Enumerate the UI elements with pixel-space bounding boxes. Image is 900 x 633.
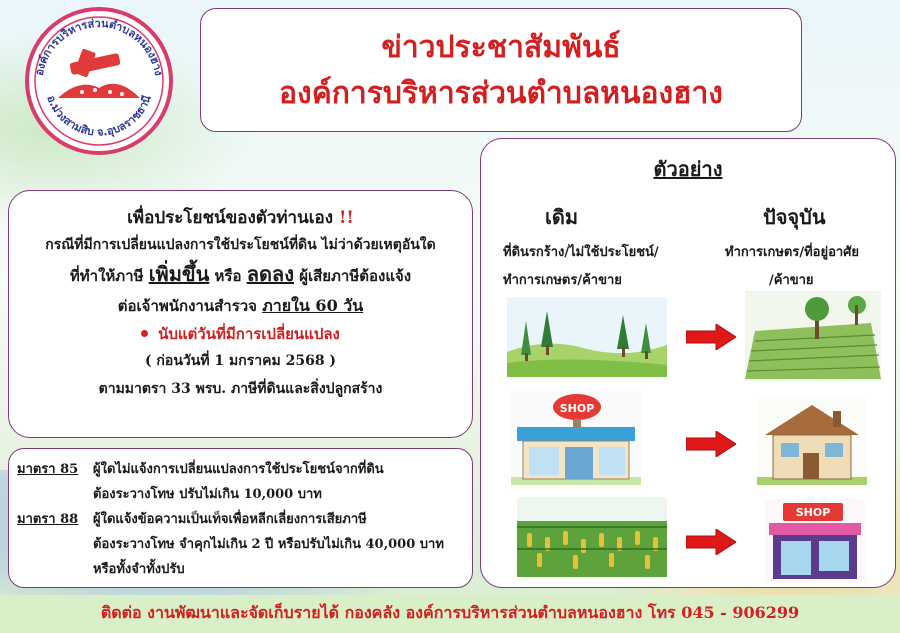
notice-line-3-a: ต่อเจ้าพนักงานสำรวจ [117,297,257,315]
before-description: ที่ดินรกร้าง/ไม่ใช้ประโยชน์/ ทำการเกษตร/… [503,239,659,295]
house-illustration [757,397,867,489]
deadline-label: ภายใน 60 วัน [262,296,364,315]
law-88-row: มาตรา 88 ผู้ใดแจ้งข้อความเป็นเท็จเพื่อหล… [17,507,464,532]
notice-heading-text: เพื่อประโยชน์ของตัวท่านเอง [127,208,334,228]
before-description-2: ทำการเกษตร/ค้าขาย [503,273,622,288]
notice-date: ( ก่อนวันที่ 1 มกราคม 2568 ) [144,353,337,369]
notice-line-2-c: ผู้เสียภาษีต้องแจ้ง [299,267,412,285]
notice-line-2-a: ที่ทำให้ภาษี [69,267,144,285]
store-sign-text: SHOP [796,506,831,519]
after-description-1: ทำการเกษตร/ที่อยู่อาศัย [725,245,860,260]
header-panel: ข่าวประชาสัมพันธ์ องค์การบริหารส่วนตำบลห… [200,8,802,132]
law-text: ต้องระวางโทษ ปรับไม่เกิน 10,000 บาท [93,487,322,502]
organization-seal: องค์การบริหารส่วนตำบลหนองฮาง อ.ม่วงสามสิ… [25,7,173,155]
notice-heading: เพื่อประโยชน์ของตัวท่านเอง !! [9,205,472,231]
bullet-icon [141,329,149,337]
law-text: ผู้ใดไม่แจ้งการเปลี่ยนแปลงการใช้ประโยชน์… [93,462,384,477]
law-code: มาตรา 85 [17,462,79,477]
notice-line-1: กรณีที่มีการเปลี่ยนแปลงการใช้ประโยชน์ที่… [45,237,436,253]
notice-line-2: ที่ทำให้ภาษี เพิ่มขึ้น หรือ ลดลง ผู้เสีย… [9,259,472,291]
idle-land-illustration [507,297,667,377]
law-text: ต้องระวางโทษ จำคุกไม่เกิน 2 ปี หรือปรับไ… [93,537,444,552]
before-heading: เดิม [545,205,579,229]
notice-bullet-text: นับแต่วันที่มีการเปลี่ยนแปลง [158,325,340,343]
notice-law-ref: ตามมาตรา 33 พรบ. ภาษีที่ดินและสิ่งปลูกสร… [98,381,383,397]
shop-sign-text: SHOP [560,402,595,415]
penalty-panel: มาตรา 85 ผู้ใดไม่แจ้งการเปลี่ยนแปลงการใช… [8,448,473,588]
law-85-row: มาตรา 85 ผู้ใดไม่แจ้งการเปลี่ยนแปลงการใช… [17,457,464,482]
after-description-2: /ค้าขาย [769,273,814,288]
decrease-label: ลดลง [246,262,294,286]
increase-label: เพิ่มขึ้น [148,262,210,286]
before-description-1: ที่ดินรกร้าง/ไม่ใช้ประโยชน์/ [503,245,659,260]
page-title: ข่าวประชาสัมพันธ์ [381,30,621,65]
contact-footer: ติดต่อ งานพัฒนาและจัดเก็บรายได้ กองคลัง … [0,595,900,633]
notice-line-3: ต่อเจ้าพนักงานสำรวจ ภายใน 60 วัน [9,291,472,321]
after-description: ทำการเกษตร/ที่อยู่อาศัย /ค้าขาย [725,239,859,295]
cornfield-illustration [517,497,667,577]
law-code: มาตรา 88 [17,512,79,527]
farmland-illustration [745,291,881,381]
seal-emblem [58,48,140,98]
arrow-right-icon [686,324,736,350]
example-title: ตัวอย่าง [653,157,723,181]
law-text: หรือทั้งจำทั้งปรับ [93,562,185,577]
arrow-right-icon [686,431,736,457]
example-panel: ตัวอย่าง เดิม ปัจจุบัน ที่ดินรกร้าง/ไม่ใ… [480,138,896,588]
notice-heading-mark: !! [338,208,354,228]
notice-bullet: นับแต่วันที่มีการเปลี่ยนแปลง [9,321,472,347]
arrow-right-icon [686,529,736,555]
law-text: ผู้ใดแจ้งข้อความเป็นเท็จเพื่อหลีกเลี่ยงก… [93,512,367,527]
organization-name: องค์การบริหารส่วนตำบลหนองฮาง [279,76,723,111]
notice-panel: เพื่อประโยชน์ของตัวท่านเอง !! กรณีที่มีก… [8,190,473,438]
after-heading: ปัจจุบัน [763,205,826,229]
shop-illustration: SHOP [511,391,641,491]
notice-line-2-b: หรือ [214,267,242,285]
store-illustration: SHOP [765,499,865,583]
